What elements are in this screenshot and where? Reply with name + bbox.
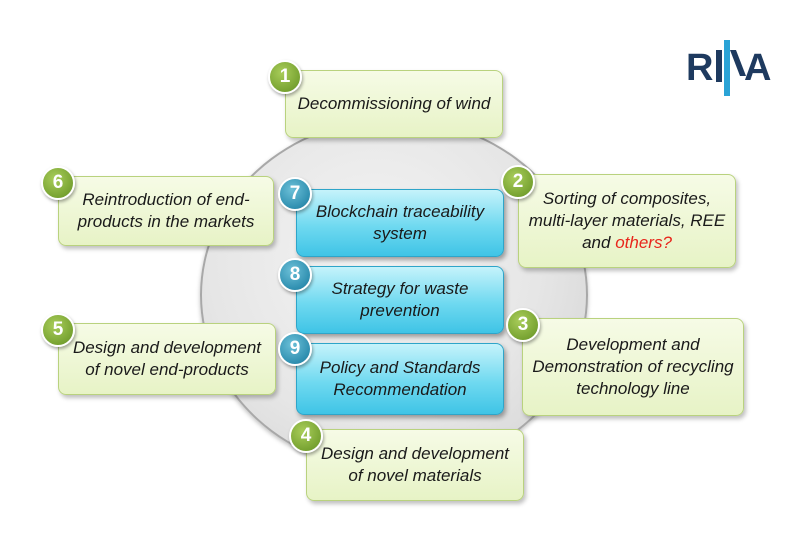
step-5-text: Design and development of novel end-prod…: [72, 338, 262, 379]
step-6-text: Reintroduction of end-products in the ma…: [77, 190, 255, 231]
step-4-badge: 4: [289, 419, 323, 453]
step-7-badge: 7: [278, 177, 312, 211]
svg-text:A: A: [744, 47, 771, 89]
step-9-badge: 9: [278, 332, 312, 366]
step-7-text: Blockchain traceability system: [315, 202, 485, 243]
step-3-badge: 3: [506, 308, 540, 342]
step-9-box: Policy and Standards Recommendation: [296, 343, 504, 415]
step-8-box: Strategy for waste prevention: [296, 266, 504, 334]
step-6-box: Reintroduction of end-products in the ma…: [58, 176, 274, 246]
step-2-text: Sorting of composites, multi-layer mater…: [528, 189, 726, 252]
step-2-badge: 2: [501, 165, 535, 199]
step-5-badge: 5: [41, 313, 75, 347]
step-7-box: Blockchain traceability system: [296, 189, 504, 257]
step-8-badge: 8: [278, 258, 312, 292]
others-highlight: others?: [615, 233, 672, 252]
step-1-box: Decommissioning of wind: [285, 70, 503, 138]
step-6-badge: 6: [41, 166, 75, 200]
step-2-box: Sorting of composites, multi-layer mater…: [518, 174, 736, 268]
rina-logo: R A: [686, 40, 771, 96]
step-3-text: Development and Demonstration of recycli…: [532, 335, 734, 398]
step-4-box: Design and development of novel material…: [306, 429, 524, 501]
step-8-text: Strategy for waste prevention: [331, 279, 469, 320]
step-1-text: Decommissioning of wind: [297, 94, 491, 113]
step-5-box: Design and development of novel end-prod…: [58, 323, 276, 395]
svg-text:R: R: [686, 47, 714, 89]
step-4-text: Design and development of novel material…: [320, 444, 510, 485]
step-1-badge: 1: [268, 60, 302, 94]
step-3-box: Development and Demonstration of recycli…: [522, 318, 744, 416]
step-9-text: Policy and Standards Recommendation: [319, 358, 481, 399]
